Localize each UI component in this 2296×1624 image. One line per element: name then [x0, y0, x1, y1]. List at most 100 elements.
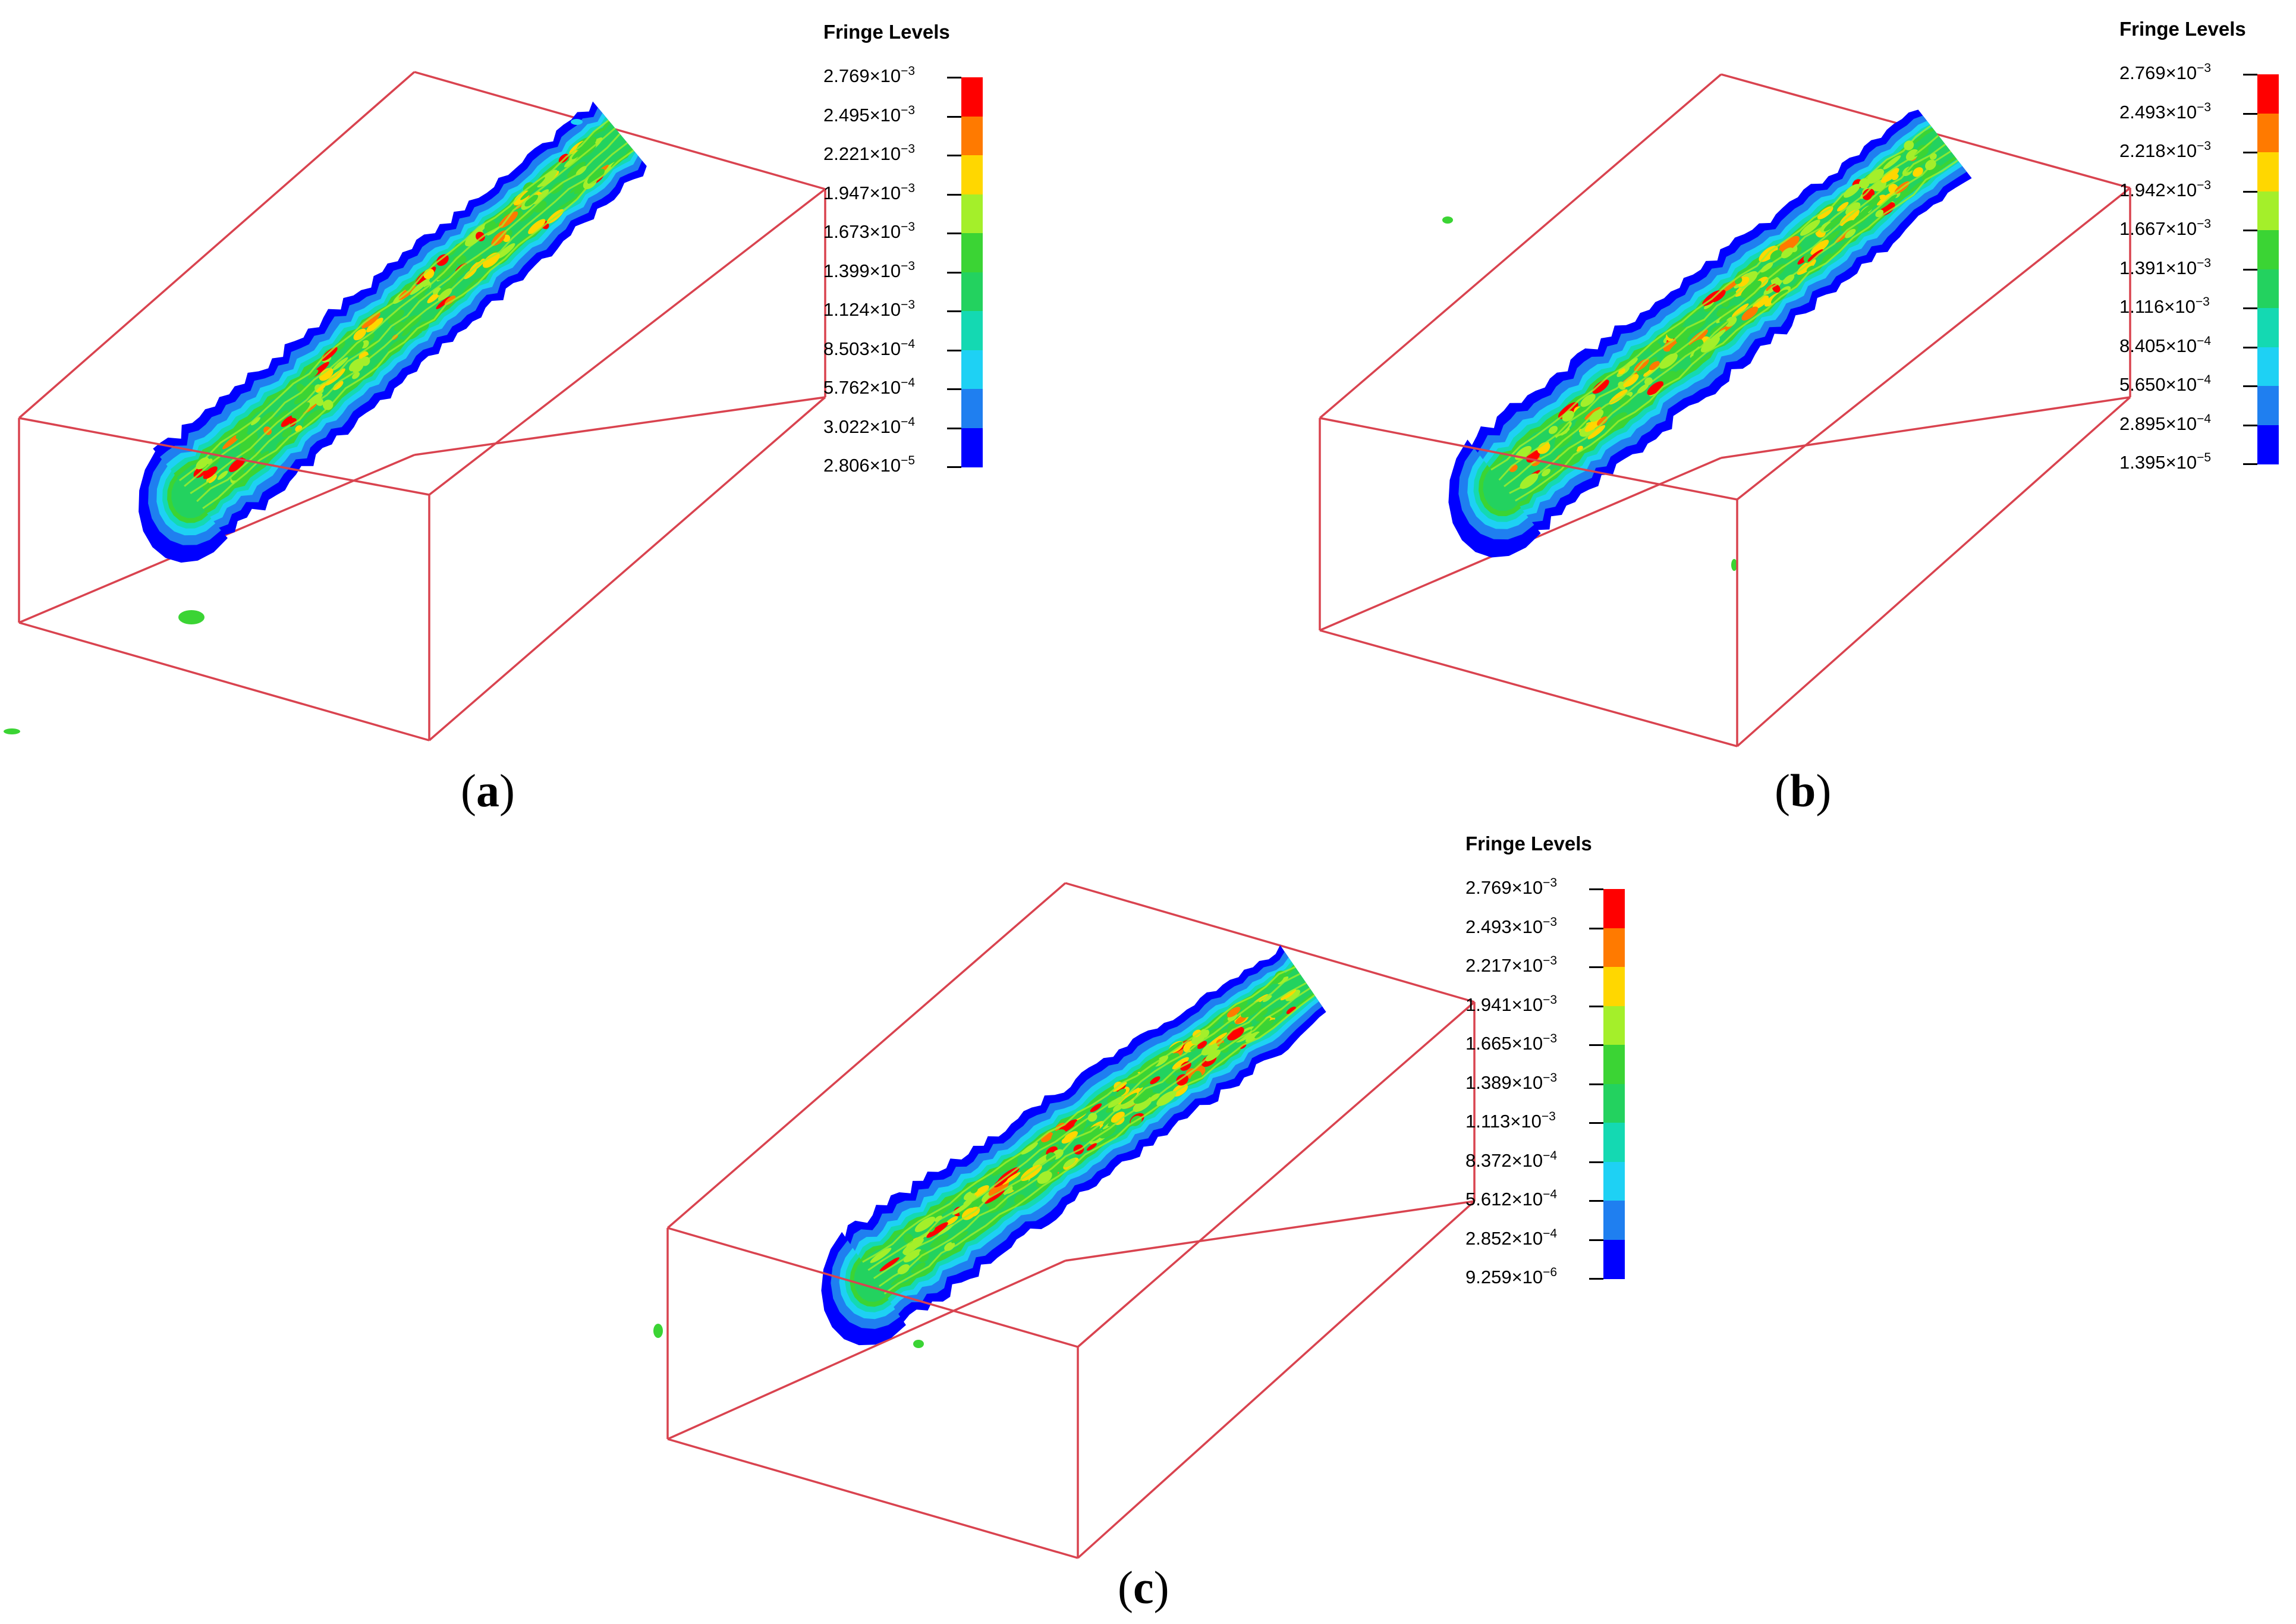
weld-hot-spot	[476, 231, 485, 241]
legend-tick	[2243, 346, 2257, 348]
weld-hot-spot	[934, 1215, 942, 1222]
weld-hot-spot	[1074, 1107, 1092, 1120]
weld-hot-spot	[903, 1249, 921, 1262]
weld-hot-spot	[433, 287, 441, 295]
weld-hot-spot	[1649, 361, 1660, 370]
weld-hot-spot	[353, 363, 364, 373]
legend-color-swatch	[961, 311, 983, 350]
legend-tick	[947, 233, 961, 234]
legend-tick	[2243, 230, 2257, 231]
weld-hot-spot	[332, 381, 344, 391]
weld-hot-spot	[962, 1201, 977, 1212]
weld-hot-spot	[1623, 374, 1639, 387]
weld-hot-spot	[251, 417, 261, 426]
fringe-plot-a	[4, 71, 826, 742]
weld-hot-spot	[914, 1217, 936, 1232]
weld-hot-spot	[348, 358, 363, 372]
legend-color-swatch	[961, 350, 983, 389]
weld-hot-spot	[394, 322, 404, 331]
weld-contour-line	[196, 142, 628, 502]
legend-tick	[1589, 1005, 1603, 1007]
box-edge	[1736, 396, 2131, 747]
weld-hot-spot	[1753, 295, 1769, 309]
weld-contour-line	[190, 133, 621, 495]
box-edge	[1319, 629, 1738, 747]
weld-contour-line	[862, 966, 1296, 1263]
stray-fragment	[4, 728, 20, 734]
weld-hot-spot	[891, 1271, 910, 1286]
weld-contour-line	[873, 982, 1307, 1279]
weld-hot-spot	[1719, 308, 1737, 322]
legend-level-label: 8.372×10−4	[1465, 1148, 1558, 1171]
legend-tick	[947, 77, 961, 78]
weld-hot-spot	[217, 470, 228, 480]
weld-hot-spot	[252, 451, 262, 460]
weld-hot-spot	[241, 446, 256, 459]
fringe-plot-c	[653, 882, 1476, 1559]
legend-color-swatch	[1603, 1161, 1625, 1201]
weld-hot-spot	[1823, 216, 1843, 232]
weld-hot-spot	[482, 252, 500, 268]
legend-tick	[2243, 307, 2257, 309]
legend-tick	[1589, 927, 1603, 929]
weld-hot-spot	[963, 1195, 977, 1205]
weld-hot-spot	[1877, 194, 1898, 211]
legend-color-swatch	[961, 155, 983, 194]
weld-hot-spot	[879, 1257, 899, 1272]
legend-color-swatch	[2257, 386, 2279, 425]
legend-tick	[947, 310, 961, 312]
legend-level-label: 2.895×10−4	[2119, 412, 2212, 434]
weld-hot-spot	[444, 281, 453, 289]
caption-a: (a)	[461, 765, 515, 816]
box-edge	[428, 188, 826, 496]
weld-hot-spot	[1841, 220, 1855, 232]
weld-hot-spot	[233, 469, 253, 485]
weld-hot-spot	[1690, 355, 1700, 365]
legend-level-label: 1.395×10−5	[2119, 451, 2212, 473]
legend-level-label: 2.769×10−3	[1465, 876, 1558, 898]
weld-hot-spot	[1272, 973, 1284, 984]
weld-hot-spot	[1669, 338, 1688, 354]
legend-level-label: 1.941×10−3	[1465, 992, 1558, 1015]
box-edge	[1319, 417, 1738, 501]
weld-hot-spot	[1753, 267, 1773, 284]
legend-color-swatch	[1603, 889, 1625, 928]
legend-level-label: 1.124×10−3	[823, 298, 916, 320]
weld-hot-spot	[408, 326, 423, 340]
legend-color-swatch	[1603, 1006, 1625, 1045]
weld-hot-spot	[388, 309, 404, 324]
weld-hot-spot	[1779, 237, 1795, 252]
weld-hot-spot	[1121, 1092, 1137, 1105]
weld-hot-spot	[1905, 149, 1919, 161]
weld-contour-line	[1504, 143, 1946, 488]
weld-hot-spot	[308, 369, 319, 379]
box-edge	[667, 1259, 1066, 1440]
legend-title: Fringe Levels	[823, 21, 950, 43]
weld-hot-spot	[945, 1216, 958, 1226]
legend-tick	[1589, 1278, 1603, 1280]
weld-hot-spot	[1606, 412, 1628, 431]
box-edge	[1065, 1200, 1475, 1262]
legend-level-label: 1.113×10−3	[1465, 1110, 1556, 1132]
weld-hot-spot	[1647, 381, 1664, 395]
weld-hot-spot	[1822, 253, 1832, 262]
legend-title: Fringe Levels	[1465, 833, 1592, 855]
weld-hot-spot	[282, 428, 292, 438]
weld-hot-spot	[970, 1186, 978, 1193]
legend-color-swatch	[961, 194, 983, 234]
legend-color-swatch	[2257, 347, 2279, 387]
weld-hot-spot	[228, 457, 246, 472]
weld-hot-spot	[1176, 1074, 1188, 1086]
weld-hot-spot	[1064, 1158, 1076, 1168]
weld-hot-spot	[1021, 1142, 1038, 1155]
legend-color-swatch	[961, 116, 983, 156]
weld-hot-spot	[1710, 325, 1722, 335]
weld-hot-spot	[332, 357, 348, 371]
weld-hot-spot	[1139, 1057, 1160, 1073]
weld-hot-spot	[1625, 357, 1638, 368]
legend-tick	[1589, 1161, 1603, 1163]
weld-hot-spot	[315, 398, 324, 406]
box-edge	[18, 417, 430, 496]
